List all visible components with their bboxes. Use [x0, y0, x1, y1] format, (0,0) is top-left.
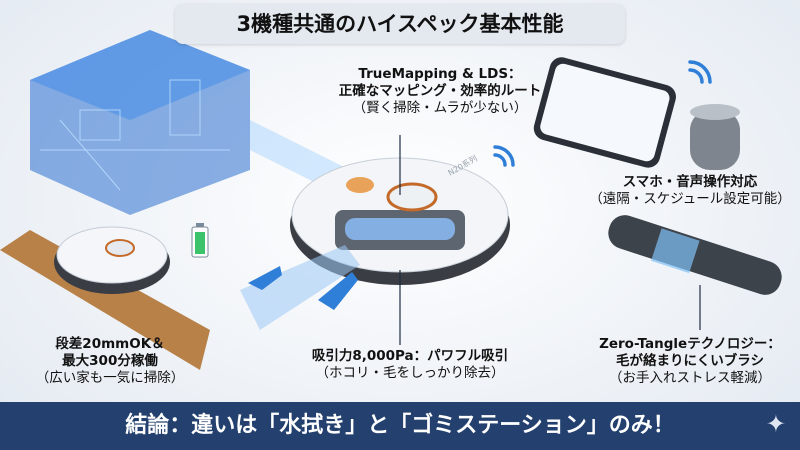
feature-mapping-line2: 正確なマッピング・効率的ルート — [338, 83, 542, 99]
wifi-icon — [493, 60, 712, 167]
room-map-illustration — [30, 30, 350, 215]
wooden-step — [0, 230, 210, 370]
smartphone-icon — [533, 57, 676, 168]
feature-brush-sub: （お手入れストレス軽減） — [609, 370, 771, 386]
suction-airflow — [240, 245, 360, 330]
feature-step: 段差20mmOK＆ 最大300分稼働 （広い家も一気に掃除） — [20, 336, 200, 387]
airflow-arrows — [248, 266, 358, 310]
feature-brush-line2: 毛が絡まりにくいブラシ — [616, 353, 764, 369]
roller-brush-icon — [608, 215, 782, 295]
feature-app-title: スマホ・音声操作対応 — [622, 174, 758, 190]
feature-app: スマホ・音声操作対応 （遠隔・スケジュール設定可能） — [580, 174, 800, 208]
feature-brush-title: Zero-Tangleテクノロジー： — [599, 336, 781, 352]
feature-suction-title: 吸引力8,000Pa：パワフル吸引 — [311, 348, 509, 364]
feature-mapping-sub: （賢く掃除・ムラが少ない） — [352, 100, 528, 116]
feature-app-sub: （遠隔・スケジュール設定可能） — [589, 191, 791, 207]
feature-step-sub: （広い家も一気に掃除） — [35, 370, 185, 386]
feature-suction: 吸引力8,000Pa：パワフル吸引 （ホコリ・毛をしっかり除去） — [280, 348, 540, 382]
battery-icon — [191, 223, 209, 258]
conclusion-banner: 結論：違いは「水拭き」と「ゴミステーション」のみ！ — [0, 402, 800, 450]
feature-step-title: 段差20mmOK＆ — [55, 336, 165, 352]
page-title: 3機種共通のハイスペック基本性能 — [175, 4, 625, 44]
feature-suction-sub: （ホコリ・毛をしっかり除去） — [315, 365, 505, 381]
smart-speaker-icon — [690, 104, 740, 170]
feature-step-line2: 最大300分稼働 — [62, 353, 158, 369]
feature-mapping: TrueMapping & LDS： 正確なマッピング・効率的ルート （賢く掃除… — [290, 66, 590, 117]
robot-vacuum-small — [54, 226, 170, 294]
feature-mapping-title: TrueMapping & LDS： — [358, 66, 522, 82]
feature-brush: Zero-Tangleテクノロジー： 毛が絡まりにくいブラシ （お手入れストレス… — [580, 336, 800, 387]
sparkle-icon: ✦ — [765, 410, 786, 438]
